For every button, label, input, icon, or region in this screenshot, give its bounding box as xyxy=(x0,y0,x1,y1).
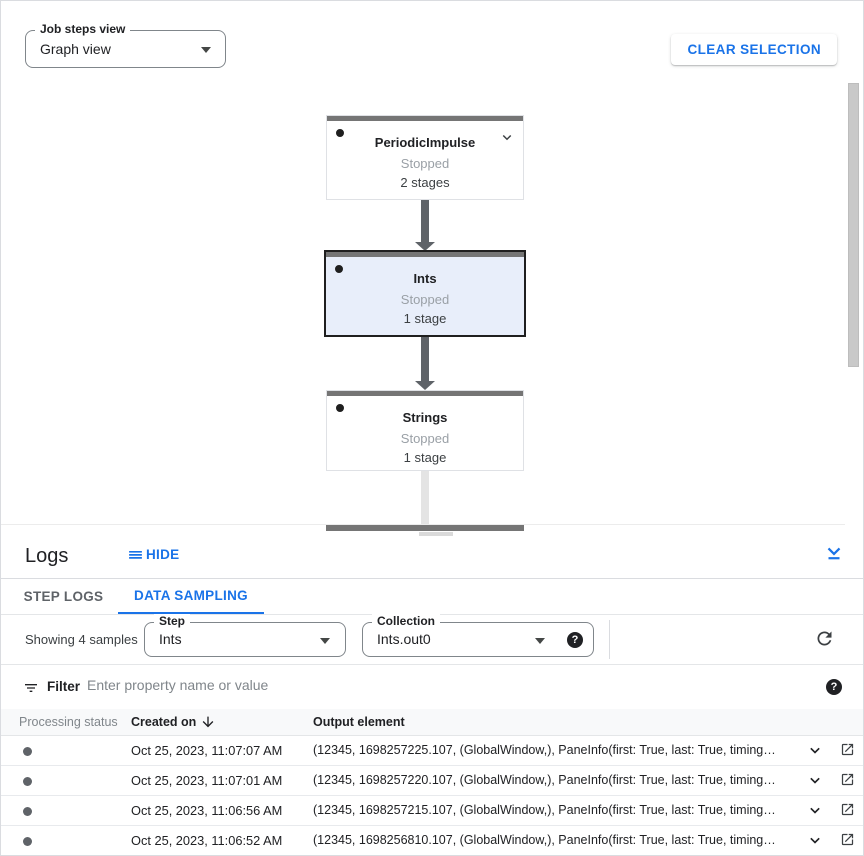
column-output-element: Output element xyxy=(313,715,405,729)
dropdown-arrow-icon xyxy=(320,638,330,644)
output-element-cell: (12345, 1698257220.107, (GlobalWindow,),… xyxy=(313,773,776,787)
created-on-cell: Oct 25, 2023, 11:06:52 AM xyxy=(131,833,283,848)
created-on-cell: Oct 25, 2023, 11:07:07 AM xyxy=(131,743,283,758)
status-dot xyxy=(23,747,32,756)
node-top-bar xyxy=(327,391,523,396)
job-steps-view-label: Job steps view xyxy=(35,22,131,36)
tab-data-sampling[interactable]: DATA SAMPLING xyxy=(118,579,264,614)
node-status: Stopped xyxy=(400,292,450,307)
filter-input[interactable] xyxy=(87,677,777,693)
graph-bottom-line xyxy=(1,524,846,525)
graph-node-partial-top-bar xyxy=(326,525,524,531)
node-top-bar xyxy=(326,252,524,257)
graph-edge xyxy=(421,200,429,245)
graph-edge xyxy=(421,337,429,382)
hide-icon xyxy=(129,550,142,559)
dropdown-arrow-icon xyxy=(535,638,545,644)
graph-node-strings[interactable]: Strings Stopped 1 stage xyxy=(326,390,524,471)
clear-selection-button[interactable]: CLEAR SELECTION xyxy=(671,34,837,65)
created-on-cell: Oct 25, 2023, 11:07:01 AM xyxy=(131,773,283,788)
open-in-new-icon[interactable] xyxy=(838,742,856,760)
graph-edge xyxy=(421,471,429,526)
graph-edge-arrow xyxy=(415,242,435,251)
graph-node-periodicimpulse[interactable]: PeriodicImpulse Stopped 2 stages xyxy=(326,115,524,200)
table-row[interactable]: Oct 25, 2023, 11:06:56 AM (12345, 169825… xyxy=(1,796,863,826)
table-row[interactable]: Oct 25, 2023, 11:06:52 AM (12345, 169825… xyxy=(1,826,863,855)
open-in-new-icon[interactable] xyxy=(838,832,856,850)
collapse-panel-icon[interactable] xyxy=(822,542,846,566)
filter-icon xyxy=(25,684,37,692)
graph-vscrollbar-thumb[interactable] xyxy=(848,83,859,367)
table-row[interactable]: Oct 25, 2023, 11:07:07 AM (12345, 169825… xyxy=(1,736,863,766)
hide-label: HIDE xyxy=(146,547,180,562)
expand-row-icon[interactable] xyxy=(804,770,826,792)
node-title: Strings xyxy=(402,410,448,425)
refresh-icon[interactable] xyxy=(813,628,835,650)
node-stage-count: 2 stages xyxy=(400,175,450,190)
created-on-cell: Oct 25, 2023, 11:06:56 AM xyxy=(131,803,283,818)
output-element-cell: (12345, 1698257215.107, (GlobalWindow,),… xyxy=(313,803,776,817)
graph-hscrollbar-thumb[interactable] xyxy=(419,532,453,536)
open-in-new-icon[interactable] xyxy=(838,802,856,820)
output-element-cell: (12345, 1698257225.107, (GlobalWindow,),… xyxy=(313,743,776,757)
node-status: Stopped xyxy=(400,431,450,446)
filter-bar: Filter ? xyxy=(1,665,863,709)
tab-step-logs[interactable]: STEP LOGS xyxy=(23,589,104,604)
table-header: Processing status Created on Output elem… xyxy=(1,709,863,736)
logs-header: Logs HIDE xyxy=(1,536,863,578)
help-icon[interactable]: ? xyxy=(826,679,842,695)
expand-row-icon[interactable] xyxy=(804,830,826,852)
status-dot xyxy=(23,837,32,846)
job-steps-view-select[interactable]: Job steps view Graph view xyxy=(25,22,226,68)
node-status: Stopped xyxy=(400,156,450,171)
collection-select-label: Collection xyxy=(372,614,441,628)
divider xyxy=(1,664,863,665)
node-stage-count: 1 stage xyxy=(403,450,447,465)
graph-vscrollbar[interactable] xyxy=(845,81,862,536)
logs-panel: Logs HIDE STEP LOGS DATA SAMPLING Showin… xyxy=(1,536,863,855)
job-steps-view-value: Graph view xyxy=(40,41,111,57)
chevron-down-icon[interactable] xyxy=(498,128,516,146)
open-in-new-icon[interactable] xyxy=(838,772,856,790)
node-title: PeriodicImpulse xyxy=(374,135,476,150)
table-row[interactable]: Oct 25, 2023, 11:07:01 AM (12345, 169825… xyxy=(1,766,863,796)
filter-label: Filter xyxy=(47,679,81,694)
divider xyxy=(609,620,610,659)
status-dot xyxy=(23,807,32,816)
node-ring-icon xyxy=(335,265,343,273)
node-ring-icon xyxy=(336,129,344,137)
collection-select-value: Ints.out0 xyxy=(377,631,431,647)
expand-row-icon[interactable] xyxy=(804,740,826,762)
logs-tabs: STEP LOGS DATA SAMPLING xyxy=(1,579,863,614)
logs-panel-title: Logs xyxy=(25,545,69,567)
help-icon[interactable]: ? xyxy=(567,632,583,648)
status-dot xyxy=(23,777,32,786)
sample-count-text: Showing 4 samples xyxy=(25,632,138,647)
collection-select[interactable]: Collection Ints.out0 ? xyxy=(362,614,594,657)
node-top-bar xyxy=(327,116,523,121)
node-stage-count: 1 stage xyxy=(403,311,447,326)
hide-logs-button[interactable]: HIDE xyxy=(127,546,179,563)
step-select-value: Ints xyxy=(159,631,182,647)
graph-edge-arrow xyxy=(415,381,435,390)
node-ring-icon xyxy=(336,404,344,412)
step-select-label: Step xyxy=(154,614,191,628)
sort-descending-icon[interactable] xyxy=(200,714,216,730)
output-element-cell: (12345, 1698256810.107, (GlobalWindow,),… xyxy=(313,833,776,847)
divider xyxy=(1,578,863,579)
node-title: Ints xyxy=(413,271,437,286)
graph-node-ints[interactable]: Ints Stopped 1 stage xyxy=(324,250,526,337)
column-processing-status: Processing status xyxy=(19,715,118,729)
column-created-on[interactable]: Created on xyxy=(131,715,197,729)
expand-row-icon[interactable] xyxy=(804,800,826,822)
job-graph-canvas[interactable]: PeriodicImpulse Stopped 2 stages Ints St… xyxy=(1,81,847,536)
sampling-controls: Showing 4 samples Step Ints Collection I… xyxy=(1,614,863,664)
step-select[interactable]: Step Ints xyxy=(144,614,346,657)
dropdown-arrow-icon xyxy=(201,47,211,53)
